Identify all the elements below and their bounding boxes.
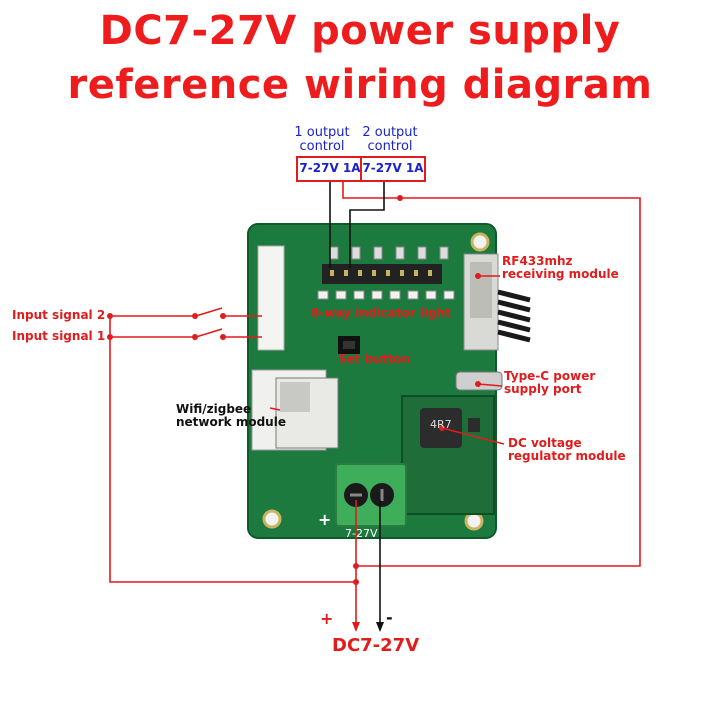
black-wires [329, 182, 385, 630]
inductor-marking: 4R7 [430, 418, 452, 431]
input-signal-2-label: Input signal 2 [12, 308, 106, 322]
power-minus-label: - [386, 608, 393, 627]
output-1-rating-box: 7-27V 1A [296, 156, 364, 182]
red-wires [109, 182, 641, 630]
title-line-2: reference wiring diagram [67, 62, 653, 108]
set-button-label: Set button [338, 352, 411, 366]
power-voltage-label: DC7-27V [332, 635, 420, 656]
terminal-voltage-silkscreen: 7-27V [345, 527, 378, 540]
pcb-board [247, 223, 531, 539]
title-line-1: DC7-27V power supply [99, 8, 621, 54]
output-2-rating-box: 7-27V 1A [360, 156, 426, 182]
indicator-light-label: 8-way indicator light [311, 306, 451, 320]
terminal-plus-silkscreen: + [318, 510, 332, 529]
power-plus-label: + [320, 609, 334, 628]
input-signal-1-label: Input signal 1 [12, 329, 106, 343]
junction-dots [107, 195, 481, 585]
